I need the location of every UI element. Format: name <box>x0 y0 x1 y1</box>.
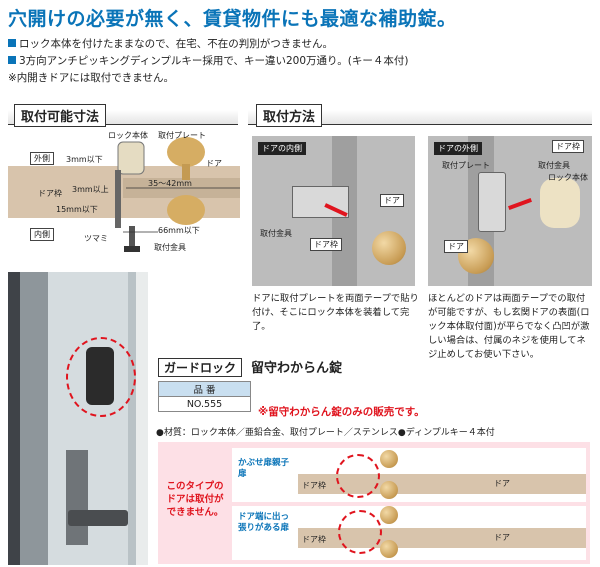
tag-inside: ドアの内側 <box>258 142 306 155</box>
label-door: ドア <box>444 240 468 253</box>
door-knob-icon <box>380 450 398 468</box>
part-number: NO.555 <box>158 396 251 412</box>
warning-message: このタイプのドアは取付ができません。 <box>166 481 224 518</box>
tag-outside: ドアの外側 <box>434 142 482 155</box>
bullet-square-icon <box>8 39 16 47</box>
case2-label: ドア端に出っ張りがある扉 <box>238 512 290 533</box>
part-table-header: 品 番 <box>158 381 251 397</box>
label-lock-body: ロック本体 <box>108 131 148 140</box>
brand-label: ガードロック <box>158 358 243 377</box>
dimension-diagram: ロック本体 取付プレート 外側 ドア 3mm以下 ドア枠 3mm以上 35～42… <box>8 130 240 260</box>
note: ※内開きドアには取付できません。 <box>8 72 174 84</box>
label-frame: ドア枠 <box>302 535 326 544</box>
section-rule <box>248 110 592 125</box>
dim-66: 66mm以下 <box>158 226 200 235</box>
bullet-square-icon <box>8 56 16 64</box>
door-knob-icon <box>380 540 398 558</box>
feature-bullet-1: ロック本体を付けたままなので、在宅、不在の判別がつきません。 <box>8 36 333 51</box>
label-frame: ドア枠 <box>310 238 342 251</box>
inside-desc: ドアに取付プレートを両面テープで貼り付け、そこにロック本体を装着して完了。 <box>252 293 419 332</box>
dimension-drawing <box>8 137 240 252</box>
plate-shape <box>478 172 506 232</box>
highlight-circle <box>336 454 380 498</box>
arrow-icon <box>508 198 532 210</box>
dim-35-42: 35～42mm <box>148 179 192 188</box>
label-door: ドア <box>206 159 222 168</box>
inside-panel: ドアの内側 ドア 取付金具 ドア枠 <box>252 136 415 286</box>
door-knob-icon <box>380 506 398 524</box>
case1-panel: かぶせ扉親子扉 ドア枠 ドア <box>232 448 586 502</box>
only-note: ※留守わからん錠のみの販売です。 <box>258 406 425 418</box>
label-door: ドア <box>494 533 510 542</box>
door-handle-plate <box>66 450 88 545</box>
feature-bullet-2: 3方向アンチピッキングディンプルキー採用で、キー違い200万通り。(キー４本付) <box>8 53 409 68</box>
dimensions-title: 取付可能寸法 <box>14 104 107 127</box>
label-frame: ドア枠 <box>38 189 62 198</box>
door-knob-icon <box>372 231 406 265</box>
material-line: ●材質：ロック本体／亜鉛合金、取付プレート／ステンレス●ディンプルキー４本付 <box>156 428 495 438</box>
label-bracket: 取付金具 <box>538 161 570 170</box>
label-door: ドア <box>494 479 510 488</box>
part-table: 品 番 NO.555 <box>158 381 251 412</box>
door-knob-icon <box>380 481 398 499</box>
method-title: 取付方法 <box>256 104 323 127</box>
warning-box: このタイプのドアは取付ができません。 かぶせ扉親子扉 ドア枠 ドア ドア端に出っ… <box>158 442 590 564</box>
highlight-circle <box>66 337 136 417</box>
label-frame: ドア枠 <box>552 140 584 153</box>
label-plate: 取付プレート <box>158 131 206 140</box>
door-handle <box>68 510 128 526</box>
outside-panel: ドアの外側 ドア枠 取付プレート 取付金具 ロック本体 ドア <box>428 136 592 286</box>
label-bracket: 取付金具 <box>154 243 186 252</box>
label-lock-body: ロック本体 <box>548 173 588 182</box>
label-inside: 内側 <box>30 228 54 241</box>
label-outside: 外側 <box>30 152 54 165</box>
case1-label: かぶせ扉親子扉 <box>238 458 290 479</box>
product-photo <box>8 272 148 565</box>
case2-panel: ドア端に出っ張りがある扉 ドア枠 ドア <box>232 506 586 560</box>
outside-desc: ほとんどのドアは両面テープでの取付が可能ですが、もし玄関ドアの表面(ロック本体取… <box>428 293 590 360</box>
highlight-circle <box>338 510 382 554</box>
label-door: ドア <box>380 194 404 207</box>
label-plate: 取付プレート <box>442 161 490 170</box>
label-frame: ドア枠 <box>302 481 326 490</box>
label-knob: ツマミ <box>84 234 108 243</box>
dim-3-min: 3mm以上 <box>72 185 109 194</box>
label-bracket: 取付金具 <box>260 229 292 238</box>
dim-15: 15mm以下 <box>56 205 98 214</box>
product-name: 留守わからん錠 <box>251 361 343 376</box>
lock-body-shape <box>540 178 580 228</box>
headline: 穴開けの必要が無く、賃貸物件にも最適な補助錠。 <box>8 8 457 30</box>
dim-3-max: 3mm以下 <box>66 155 103 164</box>
